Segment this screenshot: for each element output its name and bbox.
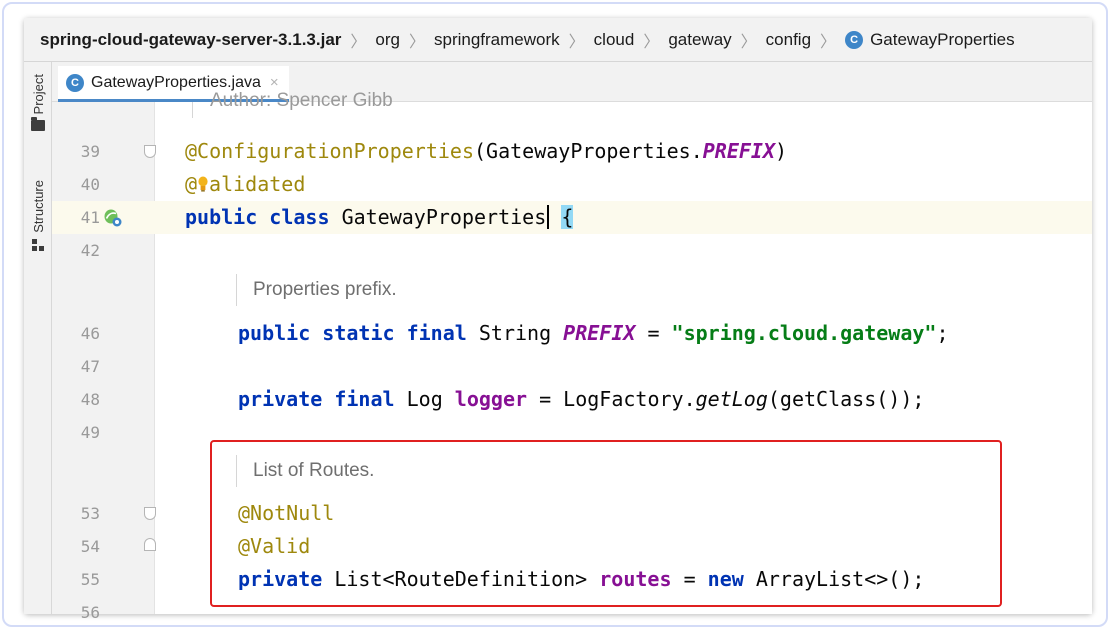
code-editor[interactable]: Author: Spencer Gibb 39 @ConfigurationPr… bbox=[52, 90, 1092, 622]
editor-tab-bar: C GatewayProperties.java × bbox=[52, 62, 1092, 102]
line-number: 48 bbox=[80, 390, 100, 409]
lightbulb-icon[interactable] bbox=[198, 176, 208, 192]
project-tool-label: Project bbox=[30, 74, 46, 115]
breadcrumb-springframework[interactable]: springframework bbox=[434, 29, 560, 49]
chevron-right-icon: 〉 bbox=[643, 33, 660, 51]
code-text: private List<RouteDefinition> routes = n… bbox=[238, 567, 925, 591]
line-number: 49 bbox=[80, 423, 100, 442]
breadcrumb-class[interactable]: GatewayProperties bbox=[870, 29, 1015, 49]
code-line-39: 39 @ConfigurationProperties(GatewayPrope… bbox=[52, 135, 1092, 168]
highlight-box bbox=[210, 440, 1002, 607]
code-text: @Valid bbox=[238, 534, 311, 558]
chevron-right-icon: 〉 bbox=[820, 33, 837, 51]
breadcrumb-gateway[interactable]: gateway bbox=[668, 29, 732, 49]
ide-window: spring-cloud-gateway-server-3.1.3.jar 〉 … bbox=[24, 18, 1092, 622]
code-line-56: 56 bbox=[52, 596, 1092, 629]
tab-gateway-properties[interactable]: C GatewayProperties.java × bbox=[58, 66, 289, 102]
class-icon: C bbox=[66, 73, 84, 92]
line-number: 40 bbox=[80, 175, 100, 194]
line-number: 55 bbox=[80, 570, 100, 589]
doc-border bbox=[192, 102, 193, 118]
tab-label: GatewayProperties.java bbox=[91, 73, 261, 91]
doc-comment-properties-prefix: Properties prefix. bbox=[236, 274, 397, 306]
line-number: 54 bbox=[80, 537, 100, 556]
chevron-right-icon: 〉 bbox=[740, 33, 757, 51]
line-gutter bbox=[52, 102, 155, 614]
breadcrumb-config[interactable]: config bbox=[765, 29, 812, 49]
code-text: private final Log logger = LogFactory.ge… bbox=[238, 387, 925, 411]
folder-icon bbox=[31, 117, 45, 132]
line-number: 42 bbox=[80, 241, 100, 260]
line-number: 46 bbox=[80, 324, 100, 343]
code-line-47: 47 bbox=[52, 350, 1092, 383]
code-text: @ConfigurationProperties(GatewayProperti… bbox=[185, 139, 788, 163]
breadcrumb-cloud[interactable]: cloud bbox=[593, 29, 635, 49]
structure-tool-button[interactable]: Structure bbox=[24, 180, 52, 251]
fold-marker-icon[interactable] bbox=[144, 145, 156, 158]
chevron-right-icon: 〉 bbox=[350, 33, 367, 51]
code-line-49: 49 bbox=[52, 416, 1092, 449]
breadcrumb: spring-cloud-gateway-server-3.1.3.jar 〉 … bbox=[24, 18, 1092, 62]
doc-comment-list-of-routes: List of Routes. bbox=[236, 455, 374, 487]
code-line-40: 40 @alidated bbox=[52, 168, 1092, 201]
spring-bean-icon[interactable] bbox=[103, 208, 122, 227]
code-line-53: 53 @NotNull bbox=[52, 497, 1092, 530]
code-line-46: 46 public static final String PREFIX = "… bbox=[52, 317, 1092, 350]
code-text: @NotNull bbox=[238, 501, 335, 525]
line-number: 41 bbox=[80, 208, 100, 227]
fold-marker-icon[interactable] bbox=[144, 538, 156, 551]
chevron-right-icon: 〉 bbox=[568, 33, 585, 51]
code-text: public static final String PREFIX = "spr… bbox=[238, 321, 949, 345]
structure-tool-label: Structure bbox=[30, 180, 46, 233]
line-number: 53 bbox=[80, 504, 100, 523]
class-icon: C bbox=[845, 30, 864, 49]
line-number: 47 bbox=[80, 357, 100, 376]
tool-window-strip: Project Structure bbox=[24, 62, 52, 614]
code-line-55: 55 private List<RouteDefinition> routes … bbox=[52, 563, 1092, 596]
code-line-41: 41 public class GatewayProperties { bbox=[52, 201, 1092, 234]
line-number: 39 bbox=[80, 142, 100, 161]
line-number: 56 bbox=[80, 603, 100, 622]
code-line-42: 42 bbox=[52, 234, 1092, 267]
breadcrumb-jar[interactable]: spring-cloud-gateway-server-3.1.3.jar bbox=[40, 29, 342, 49]
structure-icon bbox=[32, 238, 44, 251]
project-tool-button[interactable]: Project bbox=[24, 74, 52, 132]
clipped-doc-text: Author: Spencer Gibb bbox=[210, 90, 393, 111]
code-text: public class GatewayProperties { bbox=[185, 205, 574, 229]
chevron-right-icon: 〉 bbox=[408, 33, 425, 51]
fold-marker-icon[interactable] bbox=[144, 507, 156, 520]
code-line-48: 48 private final Log logger = LogFactory… bbox=[52, 383, 1092, 416]
code-line-54: 54 @Valid bbox=[52, 530, 1092, 563]
breadcrumb-org[interactable]: org bbox=[375, 29, 400, 49]
close-icon[interactable]: × bbox=[269, 74, 279, 91]
text-caret bbox=[547, 205, 550, 229]
code-text: @alidated bbox=[185, 172, 306, 196]
